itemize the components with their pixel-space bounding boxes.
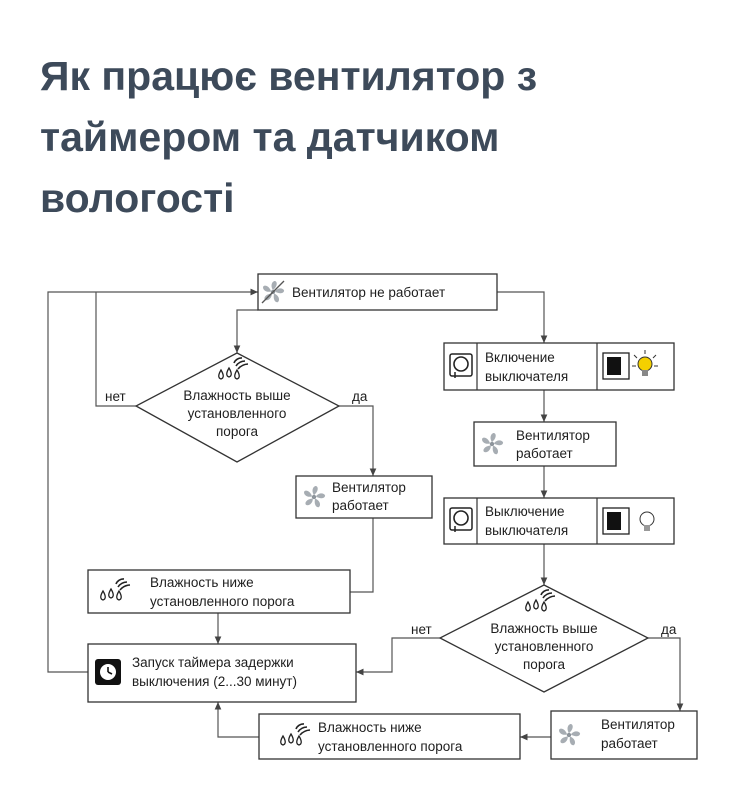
fan-on-bottom-line-2: работает	[601, 736, 658, 751]
fan-on-bottom-line-1: Вентилятор	[601, 717, 675, 732]
light-switch-icon	[602, 352, 630, 380]
light-off-icon	[639, 511, 655, 531]
timer-line-2: выключения (2...30 минут)	[132, 674, 297, 689]
humidity-low-left-line-1: Влажность ниже	[150, 575, 254, 590]
node-timer: Запуск таймера задержки выключения (2...…	[87, 643, 357, 703]
switch-on-line-2: выключателя	[485, 369, 568, 384]
fan-on-right-line-1: Вентилятор	[516, 428, 590, 443]
switch-icon	[449, 507, 473, 533]
branch-no-right: нет	[411, 622, 432, 637]
node-humidity-low-bottom: Влажность ниже установленного порога	[258, 713, 521, 760]
light-on-icon	[632, 350, 658, 376]
branch-yes-right: да	[661, 622, 677, 637]
fan-on-left-line-1: Вентилятор	[332, 480, 406, 495]
node-fan-on-right: Вентилятор работает	[473, 421, 617, 467]
humidity-low-left-line-2: установленного порога	[150, 594, 295, 609]
light-switch-icon	[602, 507, 630, 535]
timer-icon	[95, 659, 121, 685]
node-switch-on: Включение выключателя	[443, 342, 675, 391]
page-title-line-1: Як працює вентилятор з	[40, 53, 538, 99]
fan-on-left-line-2: работает	[332, 498, 389, 513]
node-switch-off: Выключение выключателя	[443, 497, 675, 545]
fan-off-icon	[261, 280, 285, 304]
node-humidity-low-left: Влажность ниже установленного порога	[87, 569, 351, 614]
node-fan-on-left: Вентилятор работает	[295, 475, 433, 519]
decision-left-line-1: Влажность выше	[183, 388, 290, 403]
node-decision-left: Влажность выше установленного порога	[134, 352, 341, 463]
node-fan-on-bottom: Вентилятор работает	[550, 710, 698, 760]
fan-on-right-line-2: работает	[516, 446, 573, 461]
timer-line-1: Запуск таймера задержки	[132, 655, 294, 670]
page-title-line-2: таймером та датчиком	[40, 114, 500, 160]
humidity-low-bottom-line-1: Влажность ниже	[318, 720, 422, 735]
decision-right-line-1: Влажность выше	[490, 621, 597, 636]
branch-no-left: нет	[105, 389, 126, 404]
decision-right-line-2: установленного	[495, 639, 594, 654]
decision-right-line-3: порога	[523, 657, 565, 672]
decision-left-line-3: порога	[216, 424, 258, 439]
switch-icon	[449, 353, 473, 379]
page-title: Як працює вентилятор з таймером та датчи…	[40, 46, 680, 229]
humidity-low-bottom-line-2: установленного порога	[318, 739, 463, 754]
node-fan-off: Вентилятор не работает	[257, 273, 498, 311]
switch-off-line-1: Выключение	[485, 504, 565, 519]
connectors	[47, 288, 684, 741]
page-title-line-3: вологості	[40, 175, 235, 221]
decision-left-line-2: установленного	[188, 406, 287, 421]
switch-on-line-1: Включение	[485, 350, 555, 365]
branch-yes-left: да	[352, 389, 368, 404]
node-fan-off-label: Вентилятор не работает	[292, 285, 445, 300]
node-decision-right: Влажность выше установленного порога	[438, 584, 650, 693]
switch-off-line-2: выключателя	[485, 523, 568, 538]
